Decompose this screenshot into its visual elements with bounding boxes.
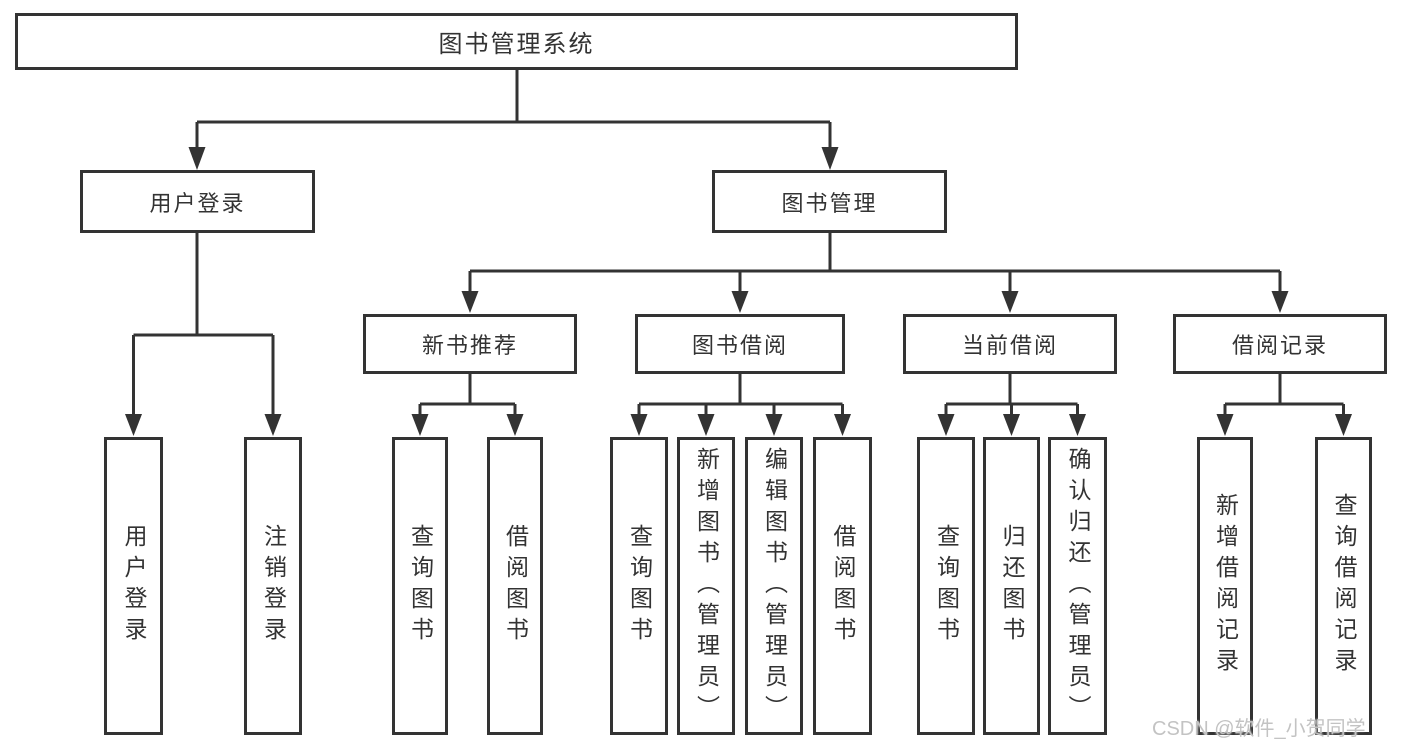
node-root-label: 图书管理系统 (438, 31, 595, 58)
connector-newbook-fork (418, 374, 517, 416)
leaf-current-confirm-admin-label: 确认归还（管理员） (1065, 446, 1091, 726)
node-borrow-record: 借阅记录 (1173, 314, 1387, 374)
leaf-newbook-borrow-label: 借阅图书 (502, 524, 529, 648)
csdn-watermark: CSDN @软件_小贺同学 (1152, 718, 1366, 740)
leaf-record-query-label: 查询借阅记录 (1331, 493, 1357, 679)
leaf-borrow-query: 查询图书 (610, 437, 668, 735)
node-book-borrow-label: 图书借阅 (691, 333, 788, 358)
arrow-down-icon (1001, 291, 1019, 313)
connector-borrowrecord-fork (1223, 374, 1345, 416)
leaf-user-login-label: 用户登录 (121, 524, 147, 648)
leaf-current-query-label: 查询图书 (933, 524, 960, 648)
arrow-down-icon (1216, 414, 1234, 436)
arrow-down-icon (765, 414, 783, 436)
leaf-current-confirm-admin: 确认归还（管理员） (1048, 437, 1107, 735)
leaf-borrow-edit-admin-label: 编辑图书（管理员） (761, 446, 788, 726)
leaf-logout-label: 注销登录 (260, 524, 287, 648)
leaf-newbook-query: 查询图书 (392, 437, 448, 735)
leaf-current-return: 归还图书 (983, 437, 1040, 735)
connector-root-fork (195, 70, 832, 150)
arrow-down-icon (506, 414, 524, 436)
node-current-borrow-label: 当前借阅 (961, 333, 1058, 358)
leaf-borrow-book-label: 借阅图书 (830, 524, 856, 648)
arrow-down-icon (834, 414, 851, 436)
arrow-down-icon (411, 414, 429, 436)
node-borrow-record-label: 借阅记录 (1231, 333, 1328, 358)
arrow-down-icon (1335, 414, 1352, 436)
node-current-borrow: 当前借阅 (903, 314, 1117, 374)
arrow-down-icon (937, 414, 955, 436)
connector-userlogin-fork (132, 233, 275, 416)
node-book-borrow: 图书借阅 (635, 314, 845, 374)
arrow-down-icon (697, 414, 715, 436)
node-book-management-label: 图书管理 (781, 190, 878, 216)
leaf-borrow-add-admin-label: 新增图书（管理员） (693, 446, 720, 726)
arrow-down-icon (1069, 414, 1086, 436)
node-root: 图书管理系统 (15, 13, 1018, 70)
arrow-down-icon (461, 291, 479, 313)
leaf-record-add: 新增借阅记录 (1197, 437, 1253, 735)
leaf-borrow-add-admin: 新增图书（管理员） (677, 437, 735, 735)
arrow-down-icon (630, 414, 648, 436)
node-user-login: 用户登录 (80, 170, 315, 233)
arrow-down-icon (125, 414, 142, 436)
leaf-user-login: 用户登录 (104, 437, 163, 735)
connector-bookborrow-fork (637, 374, 844, 416)
node-user-login-label: 用户登录 (149, 190, 246, 216)
leaf-current-return-label: 归还图书 (999, 524, 1025, 648)
leaf-borrow-edit-admin: 编辑图书（管理员） (745, 437, 803, 735)
node-book-management: 图书管理 (712, 170, 947, 233)
arrow-down-icon (731, 291, 749, 313)
leaf-newbook-borrow: 借阅图书 (487, 437, 543, 735)
leaf-current-query: 查询图书 (917, 437, 975, 735)
leaf-logout: 注销登录 (244, 437, 302, 735)
connector-bookmgmt-fork (468, 233, 1282, 294)
arrow-down-icon (264, 414, 282, 436)
leaf-record-query: 查询借阅记录 (1315, 437, 1372, 735)
node-new-book-recommend: 新书推荐 (363, 314, 577, 374)
arrow-down-icon (1271, 291, 1289, 313)
arrow-down-icon (1003, 414, 1020, 436)
arrow-down-icon (188, 147, 206, 170)
arrow-down-icon (821, 147, 839, 170)
leaf-borrow-query-label: 查询图书 (626, 524, 653, 648)
leaf-record-add-label: 新增借阅记录 (1212, 493, 1239, 679)
connector-currentborrow-fork (944, 374, 1079, 416)
leaf-borrow-book: 借阅图书 (813, 437, 872, 735)
leaf-newbook-query-label: 查询图书 (407, 524, 434, 648)
node-new-book-recommend-label: 新书推荐 (421, 333, 518, 358)
